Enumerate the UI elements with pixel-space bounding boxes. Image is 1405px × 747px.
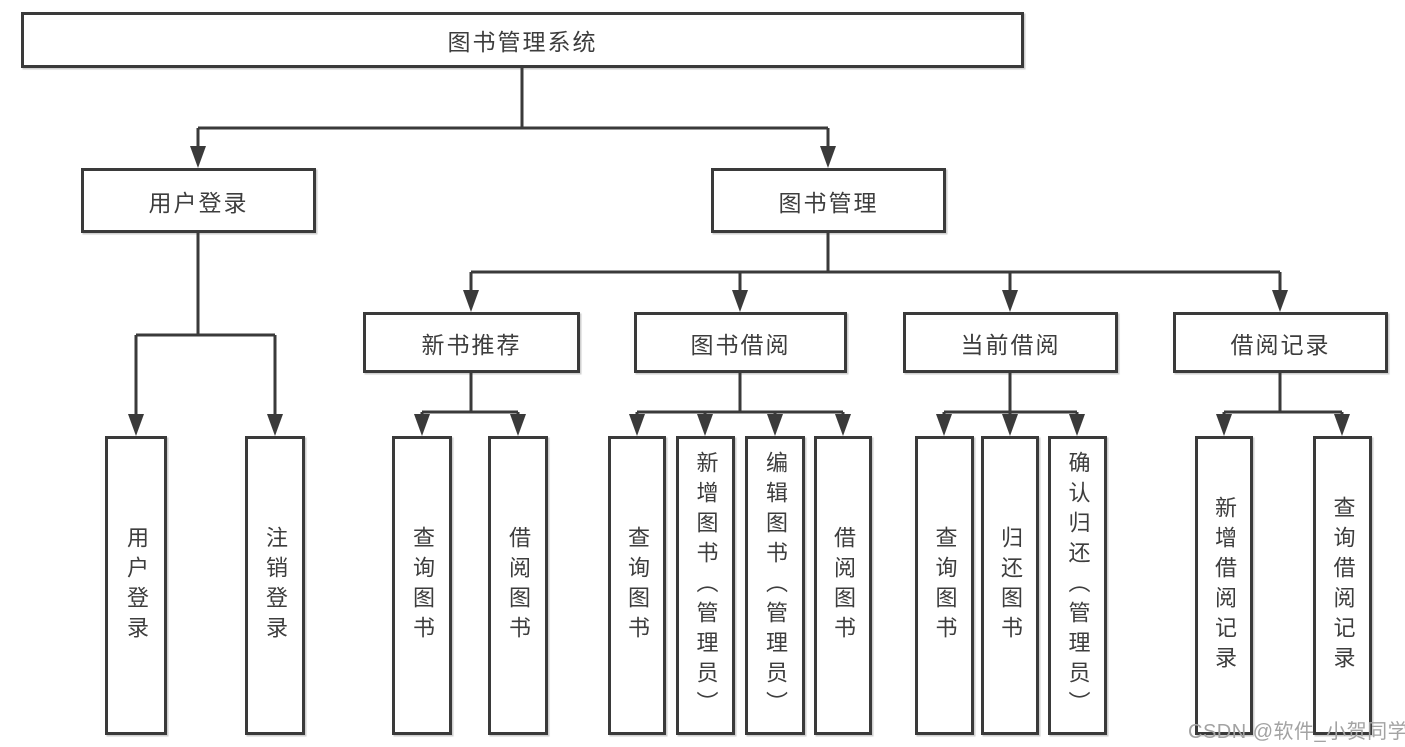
leaf-label: 注销登录 — [263, 525, 288, 646]
leaf-user-login: 用户登录 — [105, 436, 167, 735]
leaf-label: 查询图书 — [625, 525, 650, 646]
leaf-label: 新增图书（管理员） — [693, 450, 719, 721]
leaf-query-books-current: 查询图书 — [915, 436, 974, 735]
node-new-book-recommendation: 新书推荐 — [363, 312, 580, 373]
leaf-label: 查询借阅记录 — [1330, 495, 1356, 676]
leaf-label: 归还图书 — [998, 525, 1023, 646]
node-current-borrowing: 当前借阅 — [903, 312, 1118, 373]
csdn-watermark: CSDN @软件_小贺同学 — [1188, 721, 1405, 743]
leaf-query-borrow-record: 查询借阅记录 — [1313, 436, 1372, 735]
node-borrowing-records: 借阅记录 — [1173, 312, 1388, 373]
leaf-confirm-return-admin: 确认归还（管理员） — [1048, 436, 1107, 735]
leaf-label: 用户登录 — [124, 525, 149, 646]
leaf-borrow-books-recommend: 借阅图书 — [488, 436, 548, 735]
leaf-label: 查询图书 — [932, 525, 958, 646]
leaf-label: 借阅图书 — [506, 525, 531, 646]
node-book-borrowing: 图书借阅 — [634, 312, 847, 373]
leaf-label: 编辑图书（管理员） — [763, 450, 788, 721]
leaf-label: 查询图书 — [410, 525, 435, 646]
leaf-label: 确认归还（管理员） — [1065, 450, 1091, 721]
leaf-query-books-recommend: 查询图书 — [392, 436, 452, 735]
leaf-return-books: 归还图书 — [981, 436, 1039, 735]
node-user-login: 用户登录 — [81, 168, 316, 233]
leaf-add-books-admin: 新增图书（管理员） — [676, 436, 735, 735]
leaf-edit-books-admin: 编辑图书（管理员） — [745, 436, 805, 735]
node-book-management: 图书管理 — [711, 168, 946, 233]
leaf-add-borrow-record: 新增借阅记录 — [1195, 436, 1253, 735]
leaf-borrow-books-borrowing: 借阅图书 — [814, 436, 872, 735]
node-library-management-system: 图书管理系统 — [21, 12, 1024, 68]
leaf-query-books-borrowing: 查询图书 — [608, 436, 666, 735]
leaf-label: 新增借阅记录 — [1212, 495, 1237, 676]
leaf-logout: 注销登录 — [245, 436, 305, 735]
leaf-label: 借阅图书 — [831, 525, 856, 646]
